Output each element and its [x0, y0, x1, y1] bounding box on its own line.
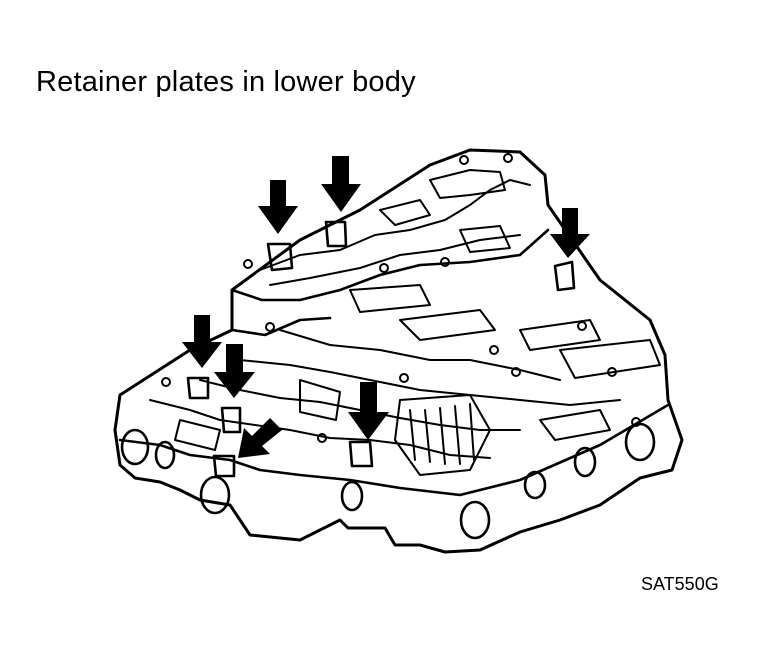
down-arrow-icon [182, 315, 222, 368]
retainer-plate [186, 376, 210, 400]
retainer-plate [212, 454, 236, 478]
figure-title: Retainer plates in lower body [36, 66, 416, 98]
retainer-plate [266, 242, 294, 272]
retainer-plate [553, 260, 576, 292]
diagonal-arrow-icon [238, 418, 282, 458]
retainer-plate [348, 440, 374, 468]
down-arrow-icon [321, 156, 361, 212]
down-arrow-icon [214, 344, 255, 398]
down-arrow-icon [550, 208, 590, 258]
retainer-plate [324, 220, 348, 248]
retainer-plates [186, 220, 576, 478]
figure-code: SAT550G [641, 574, 719, 594]
down-arrow-icon [258, 180, 298, 234]
pointer-arrows [182, 156, 590, 458]
retainer-plate [220, 406, 242, 434]
down-arrow-icon [348, 382, 389, 440]
